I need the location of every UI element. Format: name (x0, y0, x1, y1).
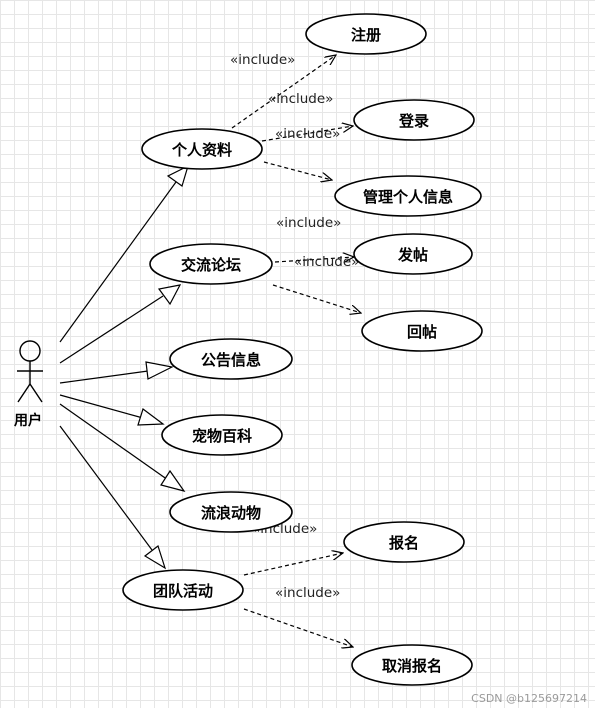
svg-text:流浪动物: 流浪动物 (201, 504, 261, 522)
svg-text:回帖: 回帖 (407, 323, 437, 341)
include-manage-info (263, 161, 332, 180)
include-label-cancel-signup: «include» (275, 585, 340, 601)
include-reply (272, 284, 361, 313)
association-forum (59, 284, 182, 364)
include-cancel-signup (243, 608, 353, 647)
svg-text:交流论坛: 交流论坛 (181, 256, 241, 274)
svg-text:宠物百科: 宠物百科 (192, 427, 252, 445)
svg-text:登录: 登录 (398, 112, 429, 130)
include-label-manage-info: «include» (275, 126, 340, 142)
watermark: CSDN @b125697214 (471, 692, 587, 705)
actor-right-leg (29, 383, 43, 403)
svg-text:报名: 报名 (389, 534, 419, 552)
actor-left-leg (17, 383, 31, 403)
include-label-login: «include» (268, 91, 333, 107)
include-post (274, 257, 354, 262)
use-case-forum[interactable]: 交流论坛 (149, 243, 273, 285)
use-case-post[interactable]: 发帖 (353, 233, 473, 275)
use-case-notice[interactable]: 公告信息 (169, 338, 293, 380)
actor-user[interactable]: 用户 (14, 340, 43, 429)
include-signup (243, 553, 343, 576)
use-case-stray[interactable]: 流浪动物 (169, 491, 293, 533)
use-case-signup[interactable]: 报名 (343, 521, 465, 563)
include-label-reply: «include» (294, 254, 359, 270)
association-profile (59, 164, 189, 343)
actor-label: 用户 (14, 412, 42, 429)
use-case-team[interactable]: 团队活动 (122, 569, 244, 611)
svg-text:管理个人信息: 管理个人信息 (363, 188, 453, 206)
svg-text:团队活动: 团队活动 (153, 582, 213, 600)
use-case-reply[interactable]: 回帖 (361, 310, 483, 352)
svg-text:个人资料: 个人资料 (171, 141, 232, 159)
use-case-profile[interactable]: 个人资料 (141, 128, 263, 170)
use-case-login[interactable]: 登录 (353, 99, 475, 141)
svg-text:发帖: 发帖 (397, 246, 428, 264)
include-label-register: «include» (230, 52, 295, 68)
use-case-cancel-signup[interactable]: 取消报名 (351, 644, 473, 686)
association-encyclopedia (59, 394, 165, 426)
use-case-manage-info[interactable]: 管理个人信息 (334, 175, 482, 217)
use-case-encyclopedia[interactable]: 宠物百科 (161, 414, 283, 456)
svg-text:公告信息: 公告信息 (201, 351, 261, 369)
association-stray (59, 403, 186, 492)
svg-text:取消报名: 取消报名 (382, 657, 442, 675)
use-case-register[interactable]: 注册 (305, 13, 427, 55)
association-notice (59, 361, 174, 384)
include-label-post: «include» (276, 215, 341, 231)
association-team (59, 425, 167, 570)
include-login (261, 126, 353, 142)
svg-text:注册: 注册 (351, 26, 381, 44)
actor-head (19, 340, 41, 362)
include-register (231, 55, 336, 129)
